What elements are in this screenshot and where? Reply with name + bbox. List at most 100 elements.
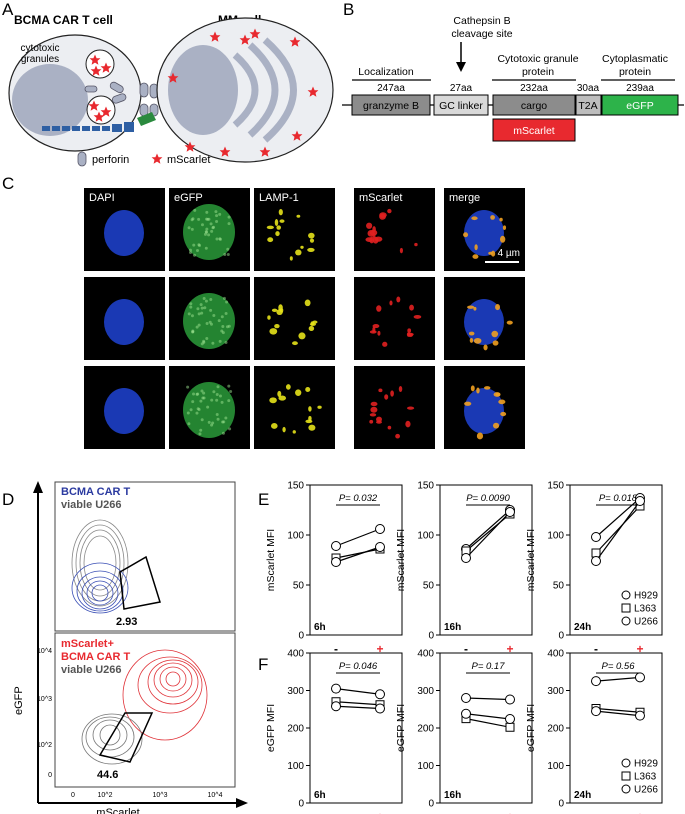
- header-cargo-2: protein: [522, 66, 554, 78]
- micro-mscarlet-row1: mScarlet: [354, 188, 435, 271]
- legend-mscarlet: mScarlet: [167, 154, 210, 166]
- micro-lamp-1-row1: LAMP-1: [254, 188, 335, 271]
- flow-gate-top: [119, 555, 161, 610]
- data-point-h929: [591, 532, 601, 542]
- series-line-h929: [465, 697, 511, 701]
- timepoint-label: 6h: [314, 622, 326, 633]
- header-cyto-2: protein: [619, 66, 651, 78]
- flow-bottom-line1: mScarlet+: [61, 638, 114, 650]
- flow-ytick: 10^3: [37, 696, 52, 703]
- granules-label-2: granules: [21, 54, 59, 65]
- channel-label-dapi: DAPI: [89, 192, 115, 204]
- segment-egfp: [601, 94, 679, 116]
- y-tick-label: 200: [547, 724, 564, 735]
- flow-bottom-line3: viable U266: [61, 664, 122, 676]
- micro-lamp-1-row3: [254, 366, 335, 449]
- series-line-u266: [465, 713, 511, 720]
- y-tick-label: 100: [287, 531, 304, 542]
- flow-ytick: 0: [48, 772, 52, 779]
- data-point-h929: [505, 694, 515, 705]
- channel-label-lamp-1: LAMP-1: [259, 192, 299, 204]
- p-value-label: P= 0.046: [339, 661, 378, 672]
- p-value-label: P= 0.0090: [466, 493, 510, 504]
- data-point-h929: [461, 693, 471, 703]
- series-line-u266: [335, 546, 381, 563]
- data-point-h929: [375, 689, 385, 700]
- flow-top-line2: viable U266: [61, 499, 122, 511]
- flow-gate-bottom: [98, 712, 154, 763]
- panel-label-b: B: [343, 0, 355, 19]
- granules-label-1: cytotoxic: [21, 43, 60, 54]
- micro-lamp-1-row2: [254, 277, 335, 360]
- legend-label-h929: H929: [634, 591, 658, 602]
- channel-label-mscarlet: mScarlet: [359, 192, 403, 204]
- panel-label-a: A: [2, 0, 14, 19]
- chart-frame: [439, 484, 533, 636]
- data-point-u266: [591, 556, 601, 566]
- y-tick-label: 100: [417, 531, 434, 542]
- car-t-nucleus: [12, 64, 88, 136]
- data-point-u266: [331, 701, 341, 712]
- svg-text:mScarlet: mScarlet: [513, 125, 555, 137]
- micro-merge-row2: [444, 277, 525, 360]
- data-point-u266: [461, 553, 471, 563]
- chart-frame: [439, 652, 533, 804]
- x-category-label: -: [464, 810, 468, 814]
- y-tick-label: 200: [417, 724, 434, 735]
- aa-egfp: 239aa: [626, 83, 654, 94]
- channel-label-merge: merge: [449, 192, 481, 204]
- svg-text:granzyme B: granzyme B: [363, 100, 419, 112]
- aa-gzmb: 247aa: [377, 83, 405, 94]
- segment-gc-linker: [433, 94, 489, 116]
- panel-label-c: C: [2, 174, 15, 193]
- perforin-legend-icon: [77, 151, 87, 167]
- y-axis-label: eGFP MFI: [525, 704, 537, 752]
- p-value-label: P= 0.56: [601, 661, 635, 672]
- y-tick-label: 0: [298, 799, 304, 810]
- data-point-h929: [635, 672, 645, 683]
- y-tick-label: 50: [293, 581, 305, 592]
- svg-text:GC linker: GC linker: [439, 100, 483, 112]
- series-line-u266: [335, 705, 381, 710]
- timepoint-label: 6h: [314, 790, 326, 801]
- series-line-h929: [595, 497, 641, 538]
- timepoint-label: 16h: [444, 790, 461, 801]
- chart-frame: [309, 652, 403, 804]
- data-point-u266: [591, 706, 601, 717]
- flow-xlabel: mScarlet: [96, 807, 139, 814]
- cleavage-label-1: Cathepsin B: [453, 15, 510, 27]
- legend-marker-h929: [621, 758, 631, 768]
- timepoint-label: 24h: [574, 790, 591, 801]
- y-tick-label: 150: [287, 481, 304, 492]
- flow-gate-bottom-value: 44.6: [97, 769, 118, 781]
- panel-label-d: D: [2, 490, 15, 509]
- data-point-l363: [591, 548, 601, 558]
- timepoint-label: 24h: [574, 622, 591, 633]
- y-tick-label: 0: [428, 631, 434, 642]
- data-point-u266: [505, 714, 515, 724]
- legend-label-l363: L363: [634, 772, 657, 783]
- y-tick-label: 100: [417, 761, 434, 772]
- y-tick-label: 300: [547, 686, 564, 697]
- y-tick-label: 0: [558, 631, 564, 642]
- legend-marker-l363: [621, 771, 631, 781]
- series-line-u266: [595, 710, 641, 717]
- x-category-label: -: [594, 810, 598, 814]
- micro-mscarlet-row2: [354, 277, 435, 360]
- header-cargo-1: Cytotoxic granule: [497, 53, 578, 65]
- data-point-h929: [331, 541, 341, 551]
- legend-marker-u266: [621, 616, 631, 626]
- y-tick-label: 200: [287, 724, 304, 735]
- flow-xtick: 10^2: [98, 792, 113, 799]
- car-receptor: [42, 122, 134, 132]
- mm-nucleus: [168, 45, 238, 135]
- chart-frame: [569, 484, 663, 636]
- series-line-l363: [595, 707, 641, 713]
- series-line-l363: [595, 505, 641, 554]
- micro-egfp-row3: [169, 366, 250, 449]
- legend-label-u266: U266: [634, 785, 658, 796]
- y-tick-label: 150: [547, 481, 564, 492]
- data-point-u266: [505, 507, 515, 517]
- panel-label-e: E: [258, 490, 270, 509]
